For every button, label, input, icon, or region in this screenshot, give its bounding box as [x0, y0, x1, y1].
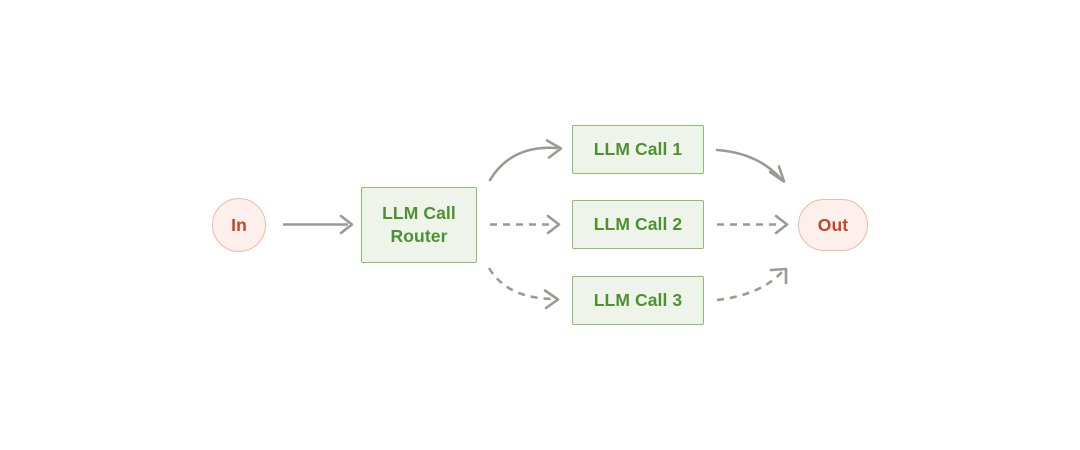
node-output-label: Out: [817, 214, 849, 235]
edge-router-to-call-2: [490, 214, 561, 235]
edge-call-3-to-out: [716, 267, 788, 302]
node-llm-call-1-label: LLM Call 1: [593, 139, 683, 159]
node-output[interactable]: Out: [798, 199, 868, 251]
edge-call-1-to-out: [715, 148, 786, 183]
node-input-label: In: [231, 214, 247, 235]
edge-router-to-call-3: [487, 267, 560, 310]
node-llm-call-2[interactable]: LLM Call 2: [572, 200, 704, 249]
node-llm-call-router-label-line-2: Router: [390, 226, 448, 246]
node-llm-call-3-label: LLM Call 3: [593, 290, 683, 310]
edge-call-2-to-out: [717, 214, 789, 235]
edge-in-to-router: [283, 214, 354, 235]
node-llm-call-router-label-line-1: LLM Call: [382, 203, 456, 223]
node-llm-call-2-label: LLM Call 2: [593, 214, 683, 234]
node-llm-call-1[interactable]: LLM Call 1: [572, 125, 704, 174]
node-input[interactable]: In: [212, 198, 266, 252]
edge-router-to-call-1: [488, 139, 563, 182]
node-llm-call-3[interactable]: LLM Call 3: [572, 276, 704, 325]
